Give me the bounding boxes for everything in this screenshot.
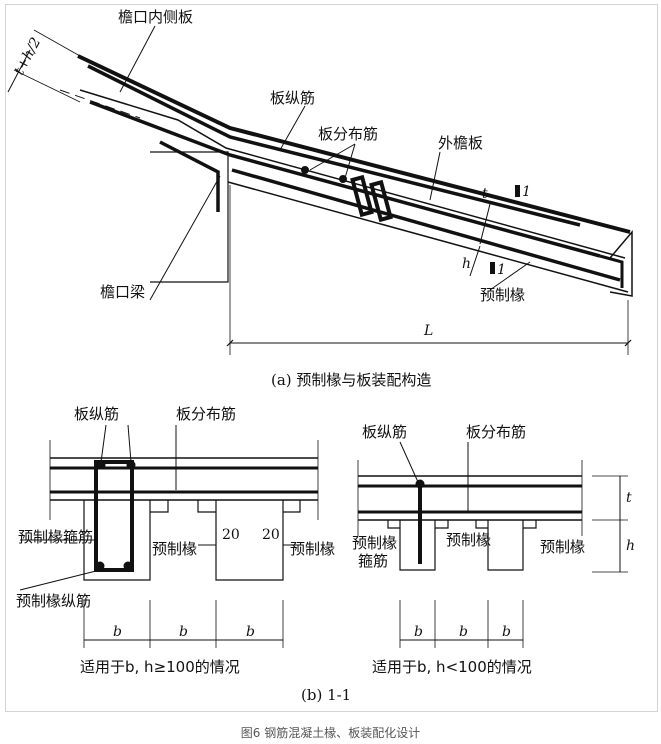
outer-eave-hook xyxy=(599,254,624,288)
label-r-slab-long-bar: 板纵筋 xyxy=(362,423,407,441)
caption-b: (b) 1-1 xyxy=(301,686,351,704)
dim-h-text: h xyxy=(462,256,471,272)
panel-a xyxy=(7,25,633,355)
rafter-1-shoulder xyxy=(150,500,169,513)
dim-t-h2-ext1 xyxy=(33,29,81,57)
label-b-precast-rafter: 预制椽 xyxy=(152,540,197,558)
dim-b-ticks-right xyxy=(399,600,524,648)
dim-t-h2-text: t+h/2 xyxy=(11,35,44,78)
panel-b-right xyxy=(357,441,628,648)
label-b-slab-long-bar: 板纵筋 xyxy=(74,405,119,423)
label-b-rafter-stirrup: 预制椽箍筋 xyxy=(18,528,93,546)
label-eave-beam: 檐口梁 xyxy=(100,283,145,301)
stirrup-1 xyxy=(350,174,374,218)
section-mark-bottom-text: 1 xyxy=(497,262,506,278)
break-lines-right xyxy=(357,460,583,536)
rafter-2-shoulder xyxy=(197,500,301,513)
rafter-r-shoulders xyxy=(387,520,537,529)
leader-outer-eave xyxy=(429,151,441,201)
dim-r-t: t xyxy=(626,490,632,506)
label-eave-inner-slab: 檐口内侧板 xyxy=(118,8,193,26)
leader-rafter xyxy=(489,261,531,291)
outer-eave-end xyxy=(609,229,633,297)
dist-bar-dot-1 xyxy=(301,166,309,174)
dim-L-text: L xyxy=(423,323,433,339)
leader-r-long-bar xyxy=(399,441,419,483)
rafter-bottom xyxy=(227,181,629,293)
eave-inner-slab-top xyxy=(77,54,631,234)
rafter-r2 xyxy=(487,520,524,571)
label-slab-long-bar-a: 板纵筋 xyxy=(270,89,315,107)
label-r-precast-rafter-2: 预制椽 xyxy=(540,538,585,556)
leader-long-bar xyxy=(279,105,306,151)
label-precast-rafter-a: 预制椽 xyxy=(480,286,525,304)
rafter-2 xyxy=(215,500,284,581)
section-mark-top xyxy=(515,185,520,197)
dim-t-line xyxy=(479,203,491,245)
rafter-r1 xyxy=(399,520,436,571)
dim-t-h2-line xyxy=(7,49,31,93)
label-r-precast-rafter-stirrup-1: 预制椽 xyxy=(352,534,397,552)
panel-b-right-labels: 板纵筋 板分布筋 预制椽 箍筋 预制椽 预制椽 t h b b b 适用于b, … xyxy=(352,423,635,676)
label-r-precast-rafter-stirrup-2: 箍筋 xyxy=(358,552,388,570)
section-mark-bottom xyxy=(490,262,495,274)
dim-b-2: b xyxy=(179,624,188,640)
dim-b-3: b xyxy=(246,624,255,640)
dim-tr-ticks xyxy=(592,475,628,573)
dim-r-b-2: b xyxy=(459,624,468,640)
label-outer-eave-slab: 外檐板 xyxy=(438,134,483,152)
dim-b-1: b xyxy=(113,624,122,640)
label-b-rafter-long-bar: 预制椽纵筋 xyxy=(16,592,91,610)
rafter-bottom-rebar xyxy=(231,168,621,282)
dim-h-line xyxy=(469,245,481,277)
slab-bottom-rebar xyxy=(89,100,601,258)
panel-b-left xyxy=(19,424,319,648)
dim-r-h: h xyxy=(626,538,635,554)
panel-b-left-labels: 板纵筋 板分布筋 预制椽箍筋 预制椽 预制椽 预制椽纵筋 20 20 b b b… xyxy=(16,405,335,676)
slab-long-bar-dot-1 xyxy=(96,460,106,470)
condition-left: 适用于b, h≥100的情况 xyxy=(80,658,240,676)
eave-beam-outline xyxy=(150,151,229,283)
leader-b-long xyxy=(19,569,101,591)
rafter-long-bar-2 xyxy=(123,561,133,571)
dim-t-text: t xyxy=(482,186,488,202)
rafter-long-bar-1 xyxy=(95,561,105,571)
dim-20-a: 20 xyxy=(222,527,240,543)
dim-t-h2-ext2 xyxy=(13,69,81,103)
condition-right: 适用于b, h<100的情况 xyxy=(372,658,532,676)
label-b-slab-dist-bar: 板分布筋 xyxy=(176,405,236,423)
caption-a: (a) 预制椽与板装配构造 xyxy=(271,371,431,389)
leader-eave-beam xyxy=(149,175,221,301)
eave-inner-slab-bottom xyxy=(79,89,626,259)
slab-long-bar-dot-2 xyxy=(126,460,136,470)
dim-r-b-3: b xyxy=(502,624,511,640)
dim-r-b-1: b xyxy=(414,624,423,640)
label-b-precast-rafter-2: 预制椽 xyxy=(290,540,335,558)
rafter-stirrup xyxy=(94,460,134,572)
label-r-slab-dist-bar: 板分布筋 xyxy=(466,423,526,441)
figure-frame xyxy=(5,4,658,712)
label-slab-dist-bar-a: 板分布筋 xyxy=(318,125,378,143)
slab-centerline xyxy=(59,89,141,119)
slab-top-rebar xyxy=(87,64,581,227)
section-mark-top-text: 1 xyxy=(522,184,531,200)
dim-20-b: 20 xyxy=(262,527,280,543)
break-lines-left xyxy=(49,440,319,520)
label-r-precast-rafter: 预制椽 xyxy=(446,531,491,549)
leader-inner-slab xyxy=(119,25,156,93)
dim-b-ticks-left xyxy=(83,600,284,648)
figure-caption: 图6 钢筋混凝土椽、板装配化设计 xyxy=(240,726,421,740)
stirrup-2 xyxy=(369,179,393,223)
eave-beam-hook xyxy=(159,140,220,212)
leader-b-long-bar xyxy=(100,424,132,463)
leader-dist-bar xyxy=(309,143,356,179)
